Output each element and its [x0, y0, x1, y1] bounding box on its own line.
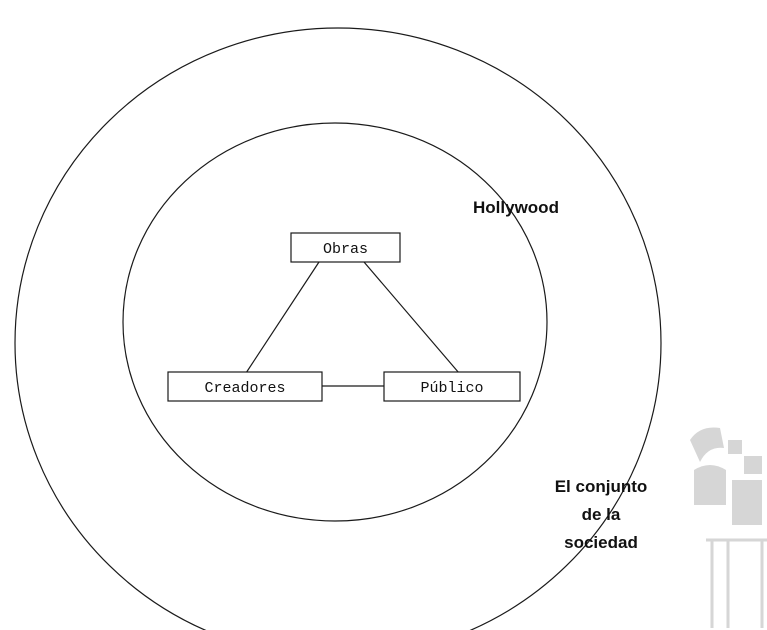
- node-obras: Obras: [290, 232, 401, 263]
- outer-ring-label-line-3: sociedad: [564, 533, 638, 552]
- outer-ring-label-line-2: de la: [582, 505, 621, 524]
- node-obras-box: [290, 232, 401, 263]
- edge-obras-publico: [363, 261, 460, 374]
- node-publico: Público: [383, 371, 521, 402]
- outer-ring-label-line-1: El conjunto: [555, 477, 648, 496]
- node-creadores-box: [167, 371, 323, 402]
- outer-ring-society: [14, 27, 662, 630]
- watermark-logo: [690, 427, 767, 628]
- node-publico-box: [383, 371, 521, 402]
- node-obras-label: Obras: [323, 241, 368, 258]
- edge-obras-creadores: [245, 261, 320, 374]
- node-creadores: Creadores: [167, 371, 323, 402]
- node-creadores-label: Creadores: [204, 380, 285, 397]
- inner-ring-hollywood: [122, 122, 548, 522]
- node-publico-label: Público: [420, 380, 483, 397]
- inner-ring-label: Hollywood: [473, 198, 559, 217]
